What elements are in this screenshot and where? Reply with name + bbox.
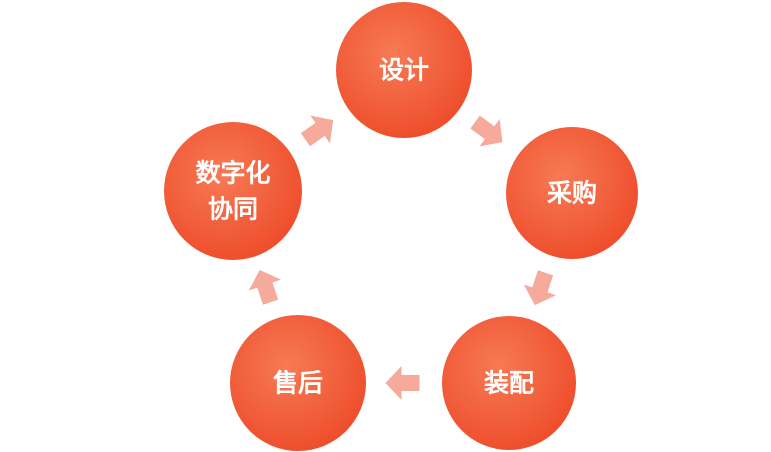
node-label: 装配 (484, 369, 534, 398)
node-label: 数字化 (195, 159, 270, 188)
node-circle (442, 316, 576, 450)
arrow-right-icon (300, 115, 334, 147)
arrow-right-icon (470, 115, 503, 147)
node-procurement: 采购 (506, 127, 638, 259)
node-design: 设计 (336, 2, 472, 138)
arrow-shape (523, 270, 557, 306)
node-circle (506, 127, 638, 259)
node-circle (164, 122, 302, 260)
node-label: 售后 (273, 369, 323, 398)
arrow-right-icon (385, 366, 420, 400)
node-circle (336, 2, 472, 138)
node-assembly: 装配 (442, 316, 576, 450)
arrows-layer (248, 115, 557, 400)
node-after-sales: 售后 (230, 315, 366, 451)
node-label: 采购 (547, 179, 597, 208)
node-label: 协同 (208, 195, 258, 224)
arrow-right-icon (523, 270, 557, 306)
node-circle (230, 315, 366, 451)
arrow-shape (300, 115, 334, 147)
arrow-shape (248, 269, 281, 305)
arrow-right-icon (248, 269, 281, 305)
node-label: 设计 (379, 56, 429, 85)
arrow-shape (470, 115, 503, 147)
arrow-shape (385, 366, 420, 400)
